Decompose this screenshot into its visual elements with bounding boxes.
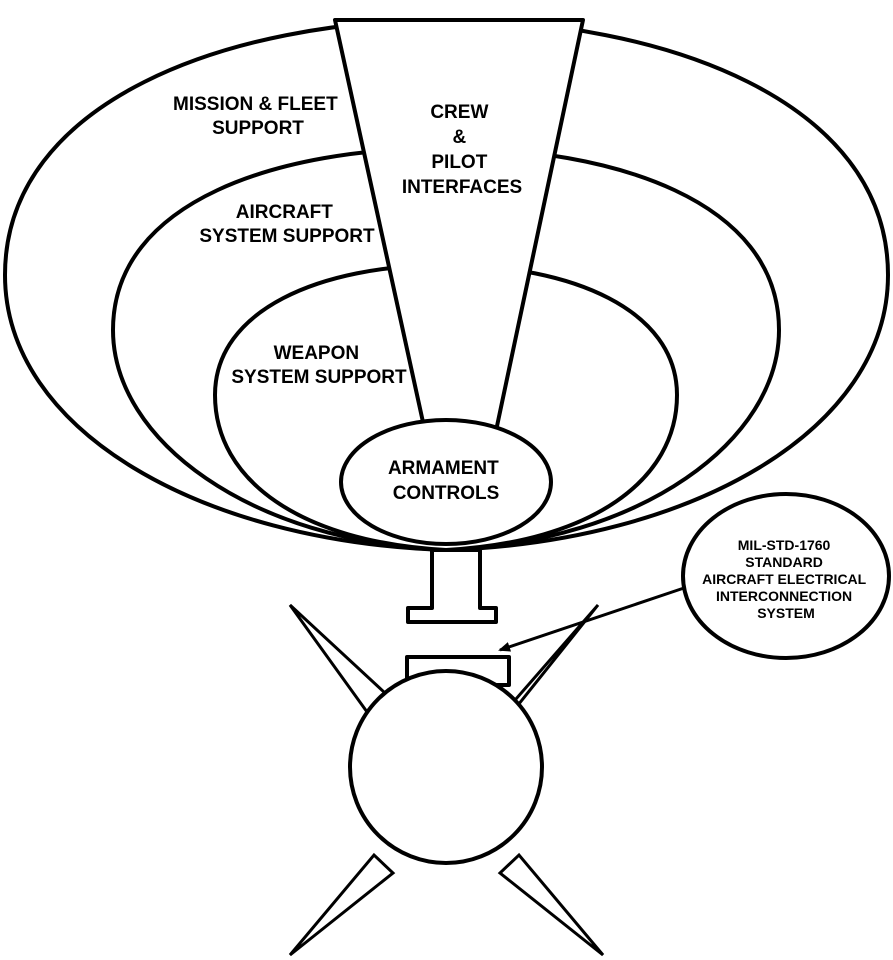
fin-lower-left <box>288 852 396 957</box>
interconnection-label: MIL-STD-1760 STANDARD AIRCRAFT ELECTRICA… <box>702 537 870 621</box>
interconnection-callout-ellipse <box>681 492 891 660</box>
callout-arrow <box>498 586 685 652</box>
armament-controls-ellipse <box>339 418 553 546</box>
mission-fleet-support-label: MISSION & FLEET SUPPORT <box>173 94 343 139</box>
store-body-circle <box>348 669 544 865</box>
weapon-system-support-label: WEAPON SYSTEM SUPPORT <box>231 343 407 388</box>
fin-lower-right <box>497 852 605 957</box>
crew-pilot-interfaces-label: CREW & PILOT INTERFACES <box>402 102 522 198</box>
connector-stem <box>406 548 498 624</box>
armament-controls-label: ARMAMENT CONTROLS <box>388 458 504 504</box>
aircraft-system-support-label: AIRCRAFT SYSTEM SUPPORT <box>199 202 375 247</box>
